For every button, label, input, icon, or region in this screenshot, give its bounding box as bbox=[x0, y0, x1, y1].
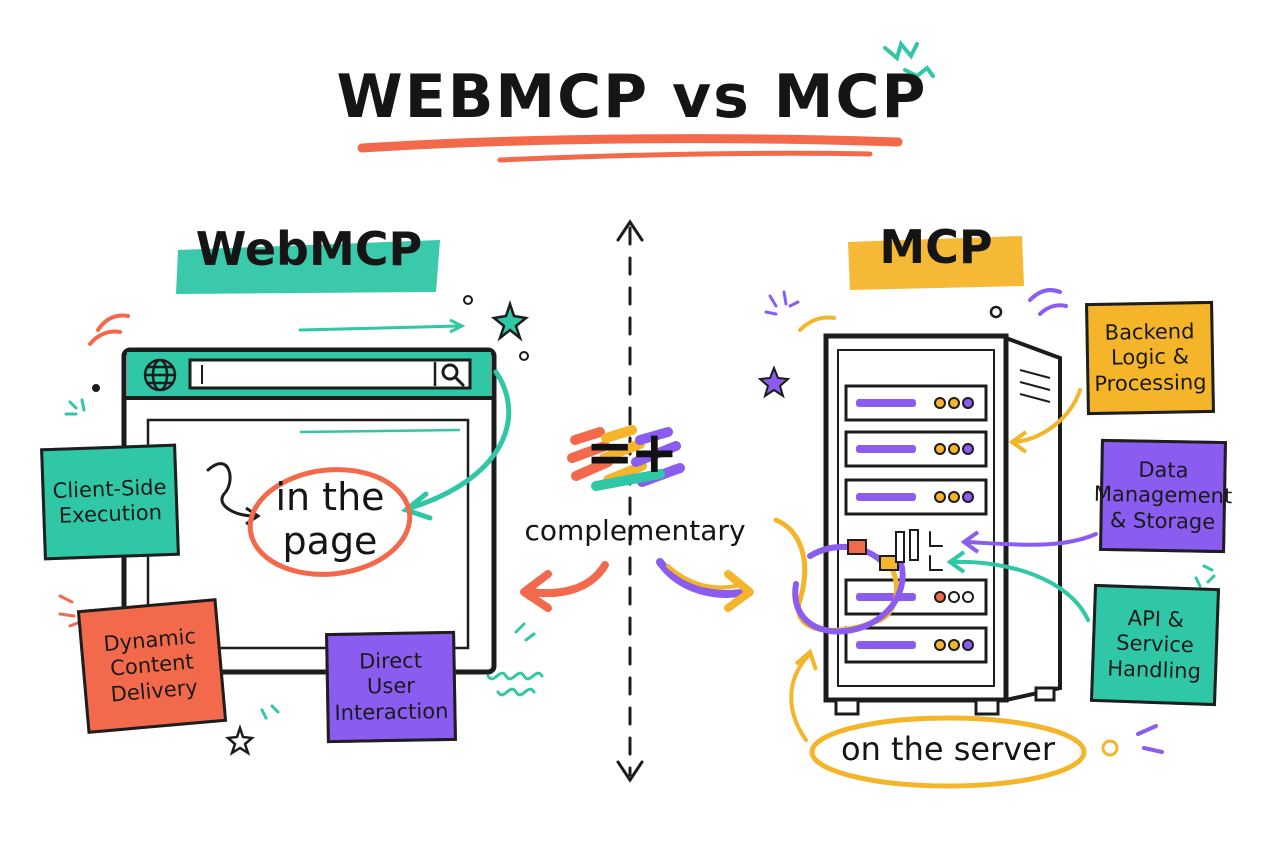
in-the-page-label: in the page bbox=[250, 475, 410, 563]
on-the-server-label: on the server bbox=[840, 730, 1055, 768]
note-dynamic-content-delivery: Dynamic Content Delivery bbox=[76, 598, 228, 734]
rack-led bbox=[962, 443, 974, 455]
right-arrow-accent bbox=[666, 564, 738, 590]
search-icon bbox=[441, 363, 465, 387]
rack-led bbox=[934, 491, 946, 503]
rack-led bbox=[934, 397, 946, 409]
left-decor bbox=[58, 295, 544, 720]
server-label-arrow-head bbox=[794, 648, 818, 671]
rack-unit-slot bbox=[856, 593, 916, 601]
title-sparkle-icon bbox=[883, 39, 935, 79]
center-scribble bbox=[567, 425, 685, 491]
note-client-side-execution: Client-Side Execution bbox=[40, 443, 180, 561]
in-the-page-line1: in the bbox=[275, 475, 385, 519]
star-icon-small bbox=[225, 724, 255, 756]
rack-led bbox=[948, 443, 960, 455]
ethernet-cable-icon bbox=[773, 517, 943, 635]
browser-top-arrow-head bbox=[449, 318, 466, 334]
globe-icon bbox=[143, 358, 177, 392]
server-label-arrow bbox=[789, 654, 810, 742]
arrow-api bbox=[950, 559, 1090, 622]
rack-unit-slot bbox=[856, 445, 916, 453]
title-underline-2 bbox=[497, 150, 873, 163]
rack-led bbox=[948, 639, 960, 651]
note-backend-logic: Backend Logic & Processing bbox=[1085, 300, 1215, 416]
in-the-page-line2: page bbox=[282, 518, 378, 563]
rack-led bbox=[934, 639, 946, 651]
main-title: WEBMCP vs MCP bbox=[336, 62, 928, 132]
arrow-backend-head bbox=[1008, 430, 1028, 454]
in-the-page-circle bbox=[247, 467, 413, 577]
mcp-highlight bbox=[848, 236, 1024, 290]
arrow-data bbox=[964, 532, 1098, 547]
center-divider bbox=[616, 219, 644, 783]
browser-top-arrow bbox=[298, 324, 462, 332]
rack-led bbox=[962, 397, 974, 409]
rack-unit-slot bbox=[856, 493, 916, 501]
rack-led bbox=[962, 639, 974, 651]
mcp-heading: MCP bbox=[879, 220, 993, 274]
rack-led bbox=[934, 591, 946, 603]
rack-led bbox=[962, 591, 974, 603]
arrow-api-head bbox=[946, 550, 966, 574]
webmcp-heading: WebMCP bbox=[195, 222, 423, 276]
rack-unit-slot bbox=[856, 399, 916, 407]
rack-units bbox=[844, 384, 988, 664]
arrow-backend bbox=[1012, 388, 1082, 444]
browser-inner-line bbox=[299, 428, 461, 434]
curve-arrow bbox=[407, 369, 512, 511]
star-icon-purple bbox=[757, 365, 791, 399]
note-data-management: Data Management & Storage bbox=[1094, 438, 1232, 554]
left-arrow bbox=[526, 561, 609, 598]
right-arrow bbox=[656, 558, 750, 598]
complementary-symbol: =+ bbox=[585, 418, 678, 486]
left-arrow-head bbox=[520, 570, 552, 612]
complementary-label: complementary bbox=[524, 514, 746, 547]
rack-led bbox=[948, 491, 960, 503]
rack-led bbox=[962, 491, 974, 503]
note-api-service: API & Service Handling bbox=[1089, 583, 1221, 707]
curve-arrow-head bbox=[400, 491, 433, 521]
note-direct-user-interaction: Direct User Interaction bbox=[325, 630, 457, 744]
squiggle-arrow bbox=[206, 462, 258, 518]
title-underline bbox=[357, 134, 903, 153]
rack-led bbox=[948, 397, 960, 409]
star-icon bbox=[491, 300, 529, 342]
right-arrow-head bbox=[724, 570, 754, 612]
right-decor bbox=[764, 288, 1216, 757]
rack-led bbox=[934, 443, 946, 455]
arrow-data-head bbox=[960, 530, 980, 554]
rack-unit-slot bbox=[856, 641, 916, 649]
on-the-server-ring bbox=[809, 715, 1087, 789]
webmcp-highlight bbox=[176, 240, 440, 294]
rack-led bbox=[948, 591, 960, 603]
